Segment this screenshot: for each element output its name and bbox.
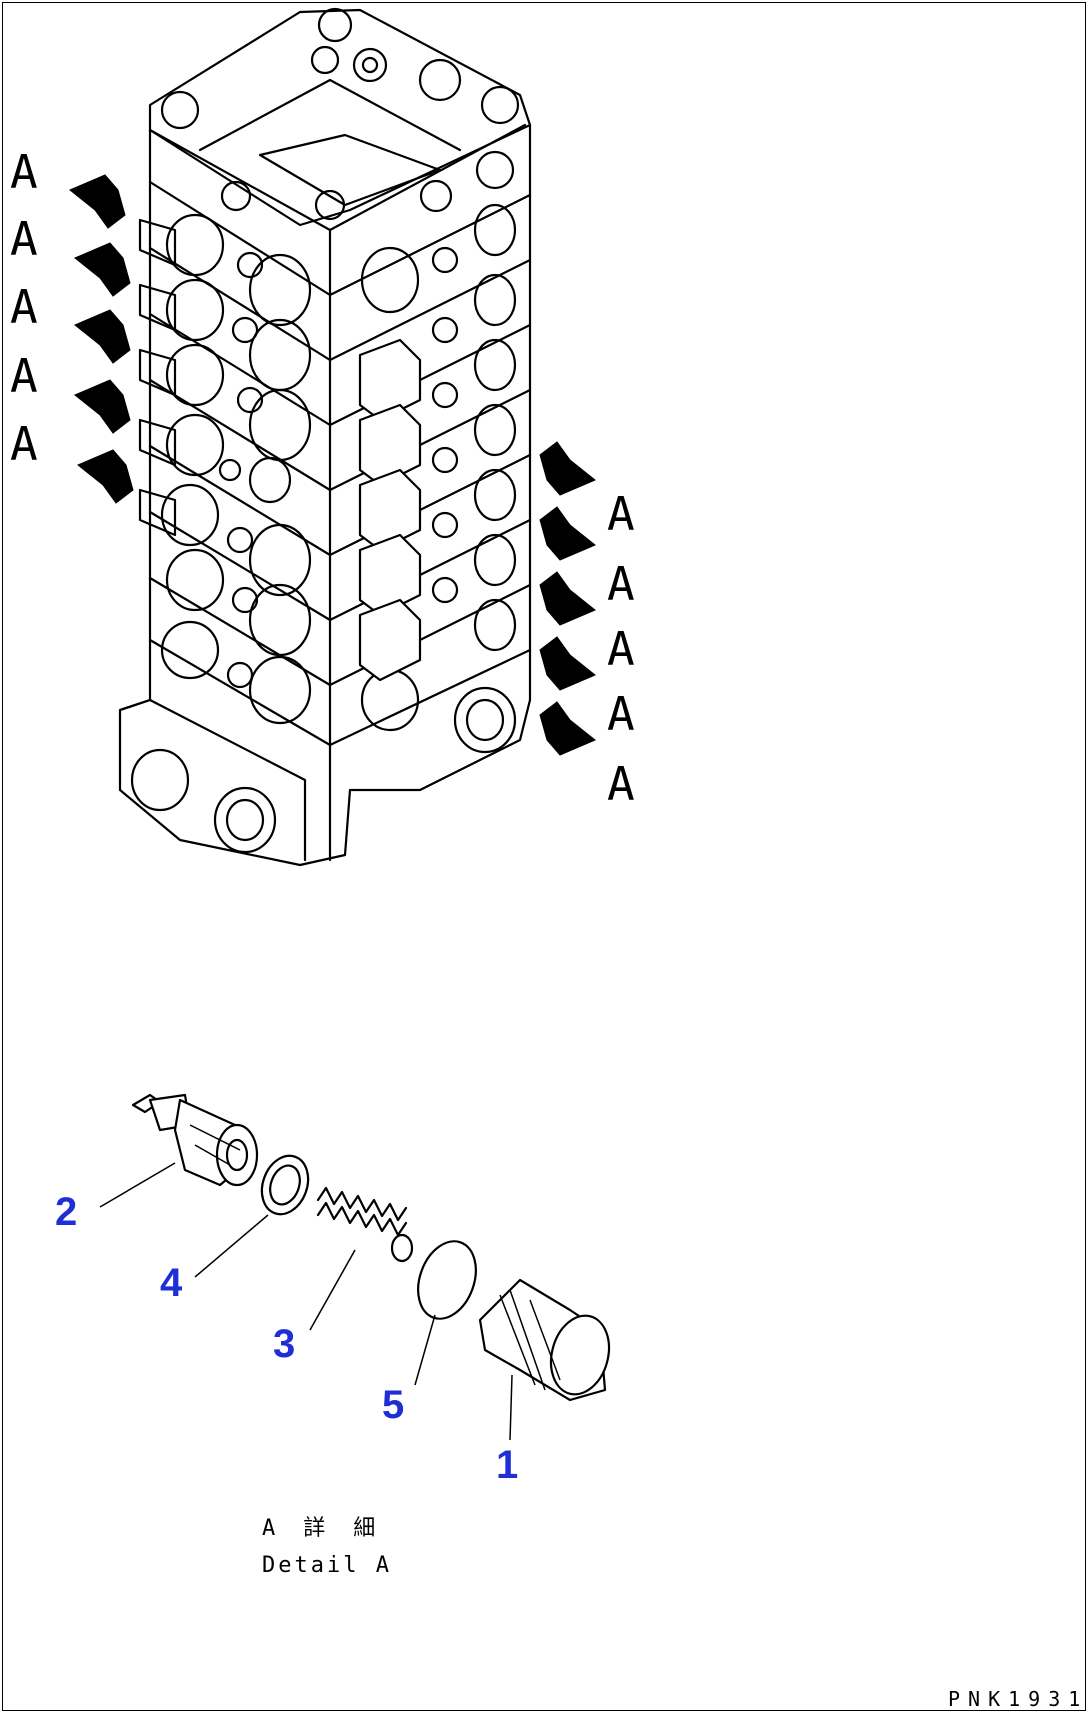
leader-4: [194, 1214, 269, 1278]
left-marker-a: A: [10, 145, 38, 199]
part-4-washer: [260, 1154, 310, 1216]
part-5-o-ring: [417, 1240, 477, 1320]
right-marker-a: A: [607, 622, 635, 676]
right-marker-a: A: [607, 687, 635, 741]
right-face-ports: [358, 203, 517, 754]
left-marker-a: A: [10, 417, 38, 471]
detail-caption-jp: A 詳 細: [262, 1516, 378, 1541]
part-3-spring: [316, 1186, 414, 1263]
left-marker-a: A: [10, 212, 38, 266]
part-2-valve: [131, 1093, 259, 1187]
detail-a-exploded-view: 2 4 3 5 1: [55, 1093, 611, 1487]
detail-caption-en: Detail A: [262, 1553, 392, 1578]
right-marker-a: A: [607, 757, 635, 811]
leader-2: [99, 1162, 176, 1208]
callout-3: 3: [273, 1322, 295, 1366]
left-marker-a: A: [10, 280, 38, 334]
leader-5: [414, 1314, 436, 1386]
callout-2: 2: [55, 1190, 77, 1234]
valve-sections: [148, 180, 532, 747]
right-marker-a: A: [607, 557, 635, 611]
drawing-code: PNK1931: [948, 1687, 1088, 1711]
leader-3: [309, 1249, 356, 1331]
control-valve-assembly: [118, 7, 532, 867]
callout-1: 1: [496, 1443, 518, 1487]
right-marker-a: A: [607, 487, 635, 541]
left-pointer-arrows: [69, 174, 134, 504]
left-marker-a: A: [10, 349, 38, 403]
leader-1: [509, 1374, 513, 1441]
base-flange: [118, 698, 307, 862]
right-pointer-arrows: [539, 441, 596, 756]
left-view-markers: A A A A A: [10, 145, 38, 471]
callout-5: 5: [382, 1383, 404, 1427]
part-1-plug: [478, 1278, 611, 1402]
left-face-ports: [138, 213, 312, 725]
right-view-markers: A A A A A: [607, 487, 635, 811]
callout-4: 4: [160, 1261, 183, 1305]
